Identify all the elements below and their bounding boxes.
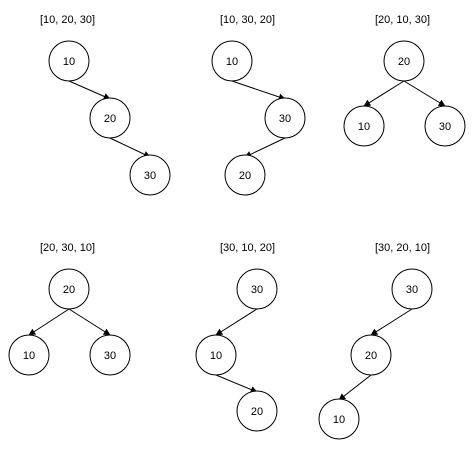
svg-text:10: 10 — [333, 414, 345, 426]
tree-node: 30 — [424, 105, 466, 147]
svg-text:10: 10 — [226, 56, 238, 68]
tree-node: 10 — [211, 40, 253, 82]
tree-node: 10 — [195, 334, 237, 376]
tree-edge — [244, 137, 286, 158]
tree-caption: [30, 10, 20] — [220, 242, 275, 254]
svg-text:30: 30 — [144, 170, 156, 182]
tree-node: 10 — [318, 398, 360, 440]
svg-text:30: 30 — [439, 121, 451, 133]
svg-text:30: 30 — [279, 113, 291, 125]
tree-node: 20 — [383, 40, 425, 82]
tree-node: 20 — [48, 268, 90, 310]
tree-node: 10 — [48, 40, 90, 82]
svg-text:10: 10 — [63, 56, 75, 68]
tree-edge — [338, 374, 372, 401]
tree-edge — [363, 80, 405, 107]
tree-node: 30 — [236, 268, 278, 310]
tree-node: 20 — [224, 154, 266, 196]
tree-node: 30 — [391, 268, 433, 310]
tree-node: 30 — [89, 334, 131, 376]
tree-caption: [10, 20, 30] — [40, 14, 95, 26]
tree-edge — [231, 80, 286, 101]
tree-caption: [10, 30, 20] — [220, 14, 275, 26]
svg-text:20: 20 — [365, 350, 377, 362]
tree-edge — [109, 137, 151, 158]
svg-text:30: 30 — [406, 284, 418, 296]
tree-6: [30, 20, 10] 30 20 10 — [318, 242, 433, 440]
tree-node: 20 — [89, 97, 131, 139]
svg-text:30: 30 — [251, 284, 263, 296]
tree-node: 10 — [343, 105, 385, 147]
tree-node: 30 — [129, 154, 171, 196]
tree-1: [10, 20, 30] 10 20 30 — [40, 14, 171, 196]
svg-text:30: 30 — [104, 350, 116, 362]
svg-text:20: 20 — [239, 170, 251, 182]
tree-caption: [20, 30, 10] — [40, 242, 95, 254]
tree-node: 30 — [264, 97, 306, 139]
tree-node: 20 — [350, 334, 392, 376]
tree-edge — [403, 80, 446, 107]
tree-edge — [68, 80, 111, 100]
svg-text:20: 20 — [104, 113, 116, 125]
tree-caption: [30, 20, 10] — [375, 242, 430, 254]
tree-5: [30, 10, 20] 30 10 20 — [195, 242, 278, 432]
svg-text:10: 10 — [210, 350, 222, 362]
tree-edge — [68, 308, 111, 336]
svg-text:20: 20 — [398, 56, 410, 68]
tree-4: [20, 30, 10] 20 10 30 — [8, 242, 131, 376]
tree-edge — [28, 308, 70, 336]
svg-text:10: 10 — [358, 121, 370, 133]
tree-edge — [370, 308, 413, 336]
tree-node: 20 — [236, 390, 278, 432]
svg-text:10: 10 — [23, 350, 35, 362]
svg-text:20: 20 — [251, 406, 263, 418]
tree-2: [10, 30, 20] 10 30 20 — [211, 14, 306, 196]
tree-caption: [20, 10, 30] — [375, 14, 430, 26]
tree-edge — [215, 308, 258, 336]
svg-text:20: 20 — [63, 284, 75, 296]
tree-node: 10 — [8, 334, 50, 376]
tree-edge — [215, 374, 258, 393]
tree-3: [20, 10, 30] 20 10 30 — [343, 14, 466, 147]
